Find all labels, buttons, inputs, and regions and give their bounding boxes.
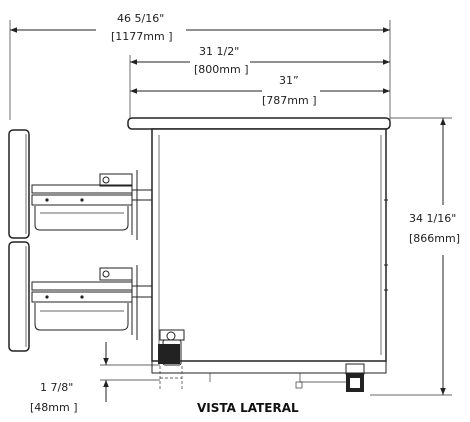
base-clearance-mm: [48mm ] — [30, 401, 78, 414]
body-width-dimension: 31 1/2" [800mm ] — [129, 45, 390, 120]
cabinet-body — [127, 117, 391, 389]
base-clearance-inch: 1 7/8" — [40, 381, 73, 394]
body-width-mm: [800mm ] — [194, 63, 249, 76]
base-clearance-dimension: 1 7/8" [48mm ] — [30, 342, 160, 414]
rear-caster — [345, 363, 365, 392]
cabinet-width-dimension: 31” [787mm ] — [130, 74, 390, 107]
height-inch: 34 1/16" — [409, 212, 456, 225]
height-mm: [866mm] — [409, 232, 460, 245]
front-caster — [158, 329, 185, 390]
body-width-inch: 31 1/2" — [199, 45, 239, 58]
cabinet-width-mm: [787mm ] — [262, 94, 317, 107]
overall-width-dimension: 46 5/16" [1177mm ] — [9, 12, 391, 120]
overall-width-inch: 46 5/16" — [117, 12, 164, 25]
cabinet-width-inch: 31” — [279, 74, 299, 87]
upper-drawer — [31, 170, 152, 240]
view-caption: VISTA LATERAL — [197, 401, 299, 415]
drawer-fronts — [8, 129, 30, 352]
height-dimension: 34 1/16" [866mm] — [370, 117, 460, 396]
overall-width-mm: [1177mm ] — [111, 30, 173, 43]
lower-drawer — [31, 265, 152, 340]
